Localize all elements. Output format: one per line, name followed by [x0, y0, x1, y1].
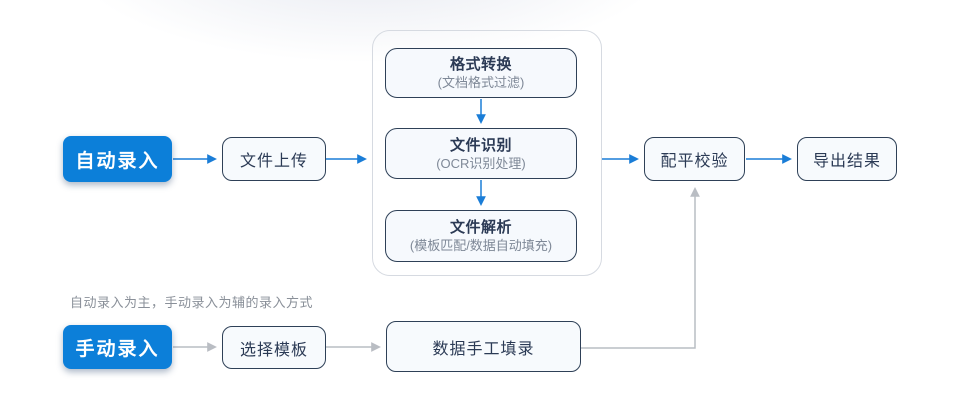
node-title: 文件识别	[449, 136, 512, 154]
node-title: 文件解析	[449, 219, 512, 236]
node-file-upload: 文件上传	[222, 137, 326, 181]
node-subtitle: (模板匹配/数据自动填充)	[409, 238, 553, 253]
auto-entry-button[interactable]: 自动录入	[63, 136, 172, 182]
node-file-parsing: 文件解析 (模板匹配/数据自动填充)	[385, 210, 577, 262]
node-file-recognition: 文件识别 (OCR识别处理)	[385, 128, 577, 179]
node-subtitle: (文档格式过滤)	[437, 75, 525, 90]
node-export-result: 导出结果	[797, 137, 897, 181]
node-manual-data-fill: 数据手工填录	[386, 321, 581, 372]
processing-group	[372, 30, 602, 276]
node-title: 格式转换	[449, 56, 512, 73]
node-subtitle: (OCR识别处理)	[436, 155, 526, 171]
node-format-conversion: 格式转换 (文档格式过滤)	[385, 48, 577, 98]
node-balance-check: 配平校验	[644, 137, 745, 181]
node-select-template: 选择模板	[222, 326, 326, 369]
flow-note: 自动录入为主，手动录入为辅的录入方式	[70, 295, 314, 310]
manual-entry-button[interactable]: 手动录入	[63, 325, 172, 369]
